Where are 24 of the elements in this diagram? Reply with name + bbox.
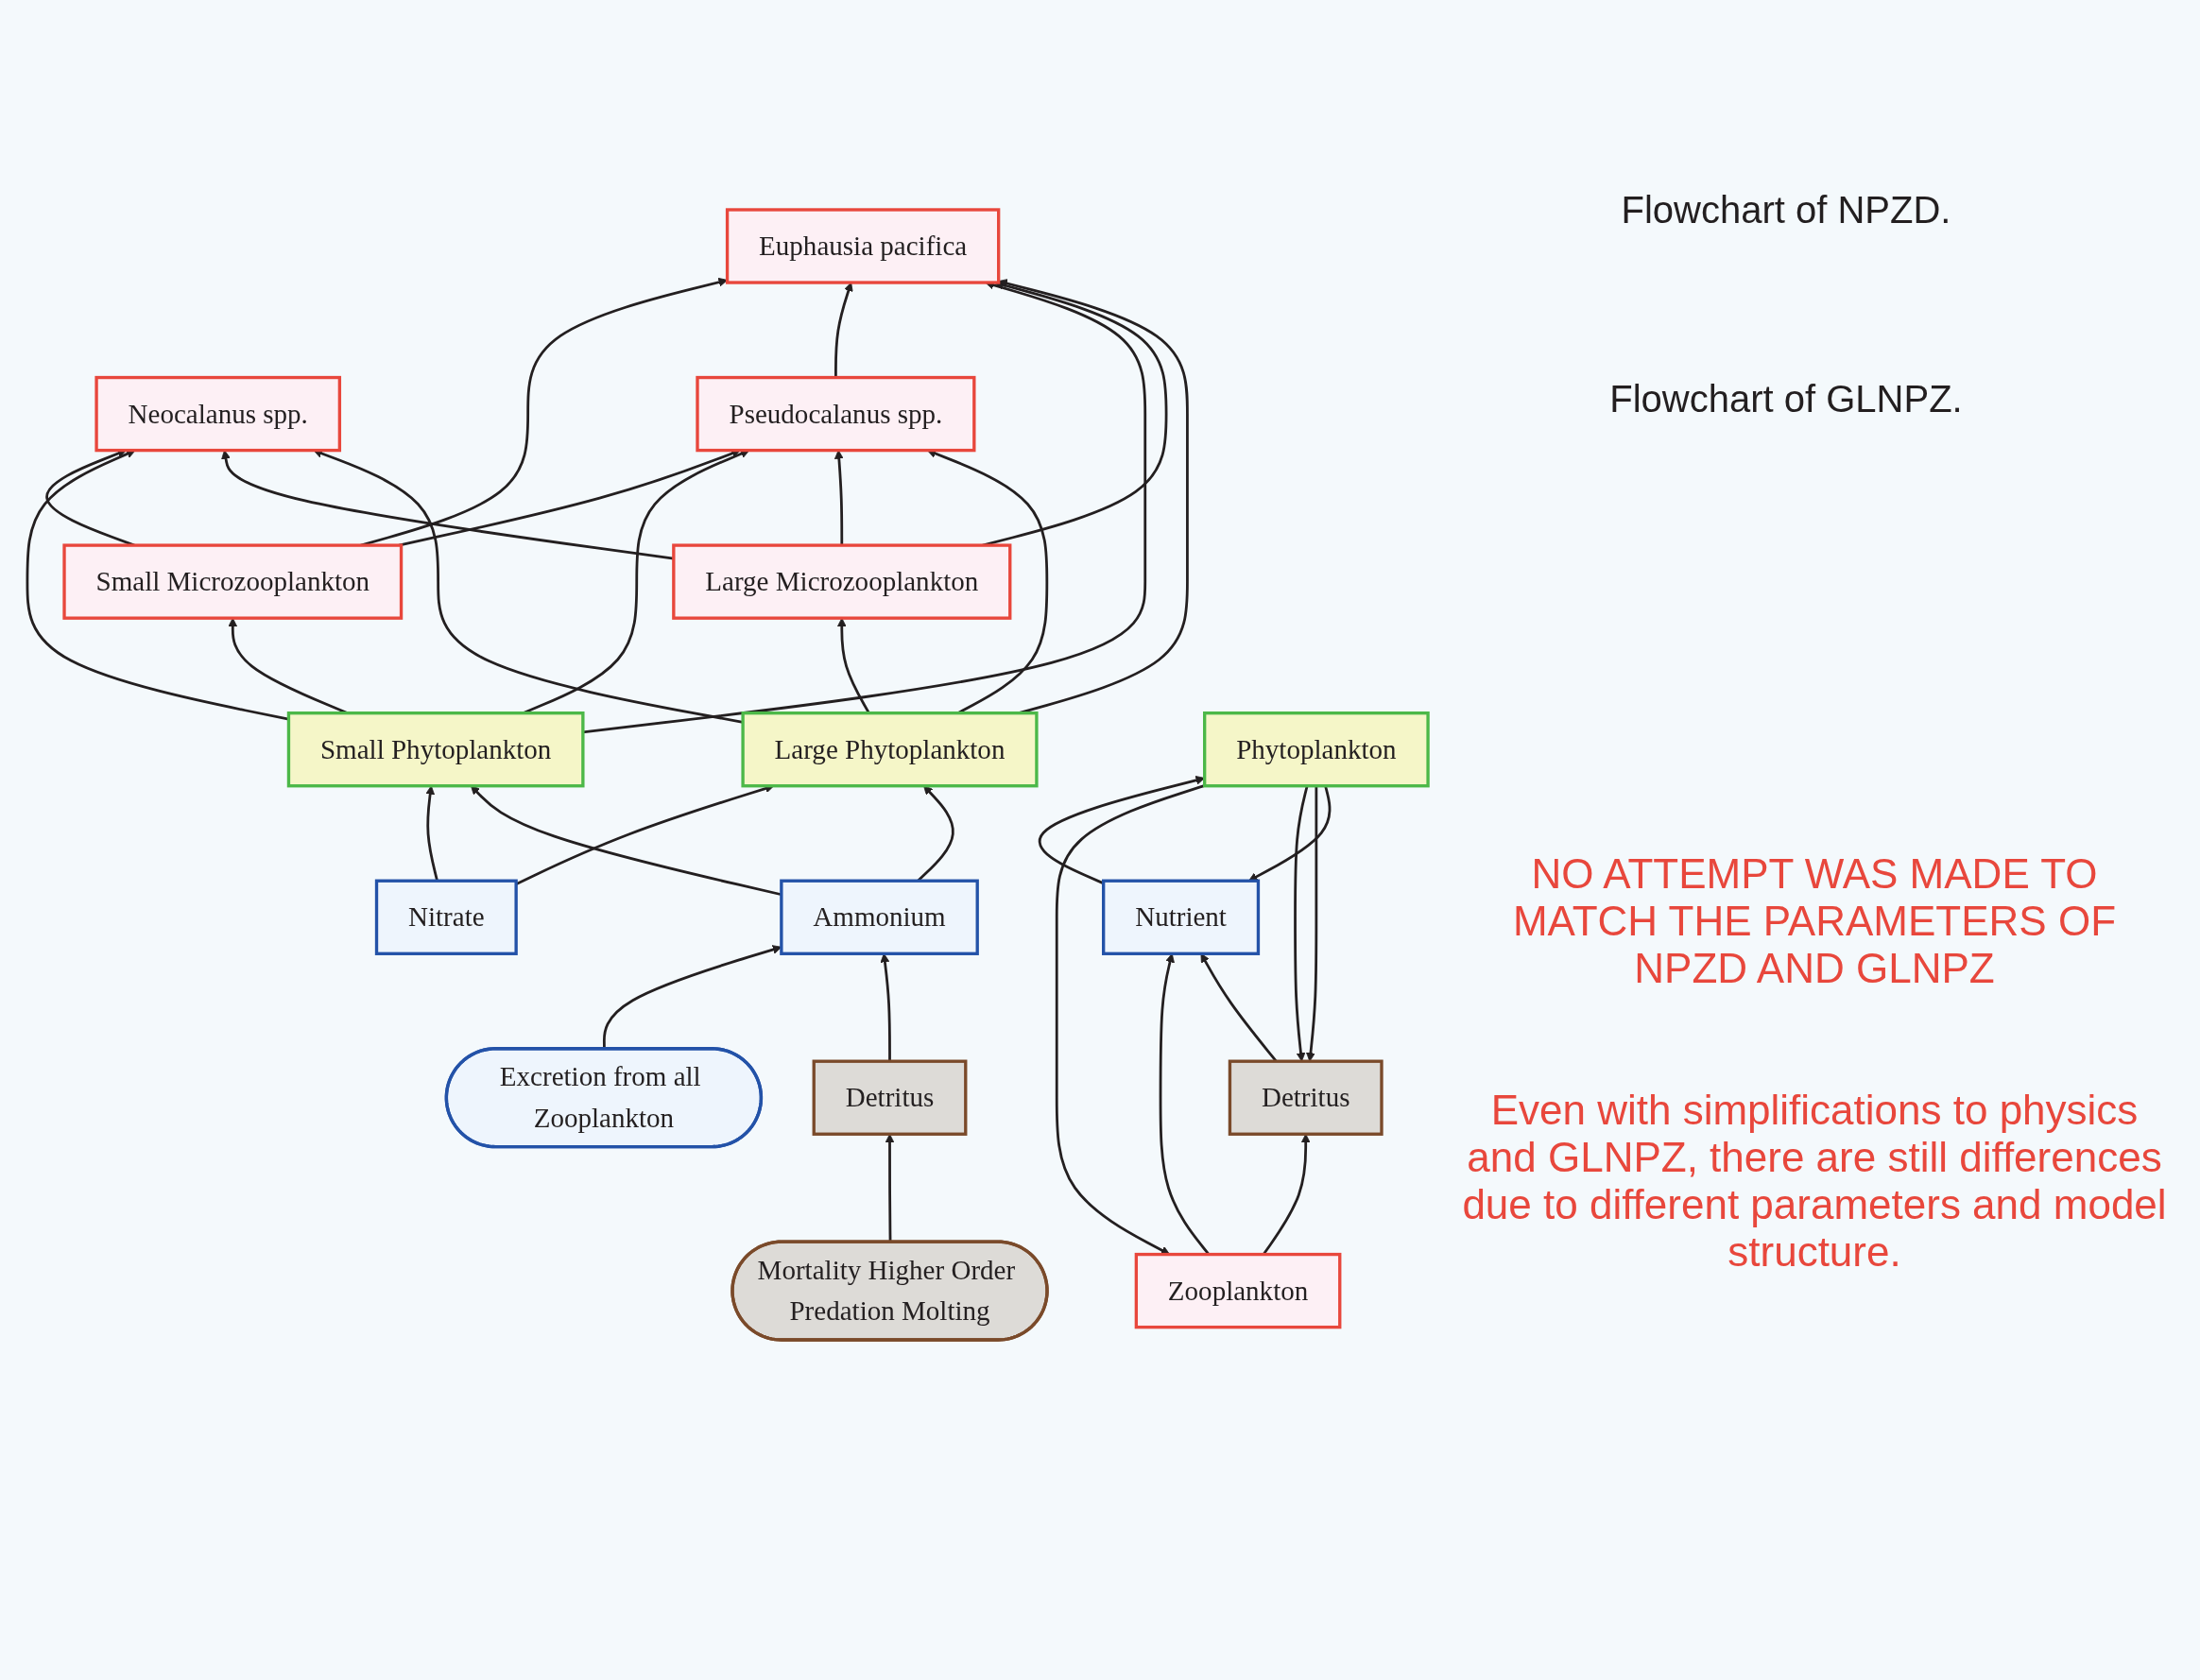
node-box: Large Phytoplankton — [741, 711, 1039, 788]
arrow — [1306, 785, 1318, 1062]
node-box: Pseudocalanus spp. — [696, 375, 976, 453]
arrow — [1248, 785, 1332, 882]
node-box: Neocalanus spp. — [95, 375, 342, 453]
node-box: Phytoplankton — [1203, 711, 1430, 788]
node-box: Nutrient — [1102, 879, 1261, 955]
note: NO ATTEMPT WAS MADE TO MATCH THE PARAMETERS OF NPZD AND GLNPZ — [1511, 850, 2117, 992]
node-box: Small Microzooplankton — [62, 543, 404, 620]
node-box: Small Phytoplankton — [286, 711, 585, 788]
node-box: Detritus — [1228, 1059, 1384, 1136]
node-box: Ammonium — [780, 879, 979, 955]
node-box: Detritus — [812, 1059, 968, 1136]
caption: Flowchart of NPZD. — [1620, 189, 1952, 231]
arrow — [425, 785, 438, 882]
arrow — [1294, 785, 1309, 1062]
caption: Flowchart of GLNPZ. — [1608, 378, 1964, 420]
node-box: Nitrate — [374, 879, 518, 955]
node-box: Zooplankton — [1134, 1252, 1342, 1329]
node-box: Euphausia pacifica — [725, 208, 1001, 284]
note: Even with simplifications to physics and GLNPZ, there are still differences due to different parameters and model structure. — [1461, 1087, 2168, 1276]
arrow — [1055, 784, 1206, 1255]
node-box: Large Microzooplankton — [672, 543, 1012, 620]
arrow — [834, 450, 844, 546]
